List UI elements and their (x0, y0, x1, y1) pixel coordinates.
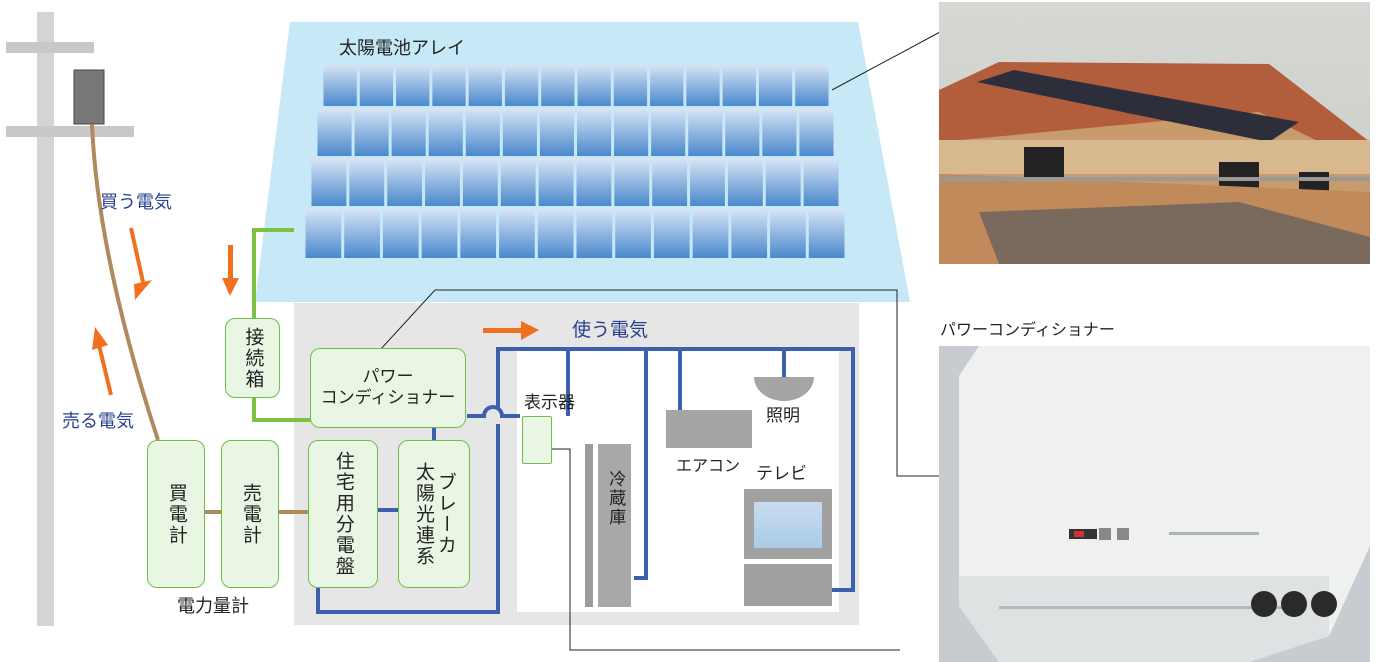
power-conditioner-label-2: コンディショナー (320, 388, 456, 408)
fridge-label: 冷蔵庫 (605, 470, 626, 527)
solar-cell (765, 158, 801, 206)
solar-cell (432, 64, 466, 106)
solar-cell (421, 208, 458, 258)
utility-pole (6, 12, 134, 626)
solar-cell (727, 158, 763, 206)
solar-cell (500, 158, 536, 206)
fridge-door (585, 444, 593, 607)
solar-cell (577, 108, 612, 156)
junction-box: 接続箱 (225, 318, 280, 398)
arrows (92, 227, 539, 396)
solar-cell (808, 208, 845, 258)
solar-cell (722, 64, 756, 106)
display-label: 表示器 (524, 393, 575, 413)
solar-cell (305, 208, 342, 258)
solar-cell (462, 158, 498, 206)
display-unit-box (522, 416, 552, 464)
solar-cell (425, 158, 460, 206)
solar-cell (382, 208, 419, 258)
use-electricity-label: 使う電気 (572, 319, 649, 341)
solar-cell (541, 64, 575, 106)
solar-cell (537, 208, 574, 258)
solar-cell (653, 208, 690, 258)
distribution-board-label: 住宅用分電盤 (332, 451, 355, 577)
solar-cell (387, 158, 423, 206)
solar-cell (614, 158, 650, 206)
buy-meter-label: 買電計 (165, 482, 188, 546)
leader-lines (379, 31, 941, 651)
solar-cell (349, 158, 385, 206)
house-solar-photo (939, 2, 1370, 264)
fridge-label-wrap: 冷蔵庫 (598, 470, 631, 527)
ceiling-lamp (754, 377, 814, 401)
solar-cell (317, 108, 352, 156)
solar-cell (686, 64, 720, 106)
solar-cell (615, 208, 651, 258)
solar-cell (576, 158, 612, 206)
distribution-board-box: 住宅用分電盤 (308, 440, 378, 588)
solar-cell (539, 108, 574, 156)
solar-cell (795, 64, 829, 106)
aircon-label: エアコン (676, 456, 741, 475)
power-conditioner-photo-caption: パワーコンディショナー (940, 320, 1115, 339)
solar-cell (323, 64, 357, 106)
solar-cell (391, 108, 426, 156)
solar-cell (614, 108, 649, 156)
solar-cell (650, 64, 684, 106)
solar-cell (690, 158, 725, 206)
solar-cell (577, 64, 611, 106)
power-conditioner-photo (939, 346, 1370, 662)
fridge-body (598, 444, 631, 607)
solar-array-label: 太陽電池アレイ (339, 38, 465, 59)
sell-meter-box: 売電計 (221, 440, 279, 588)
solar-cell (460, 208, 497, 258)
solar-cell (799, 108, 834, 156)
solar-cell (613, 64, 648, 106)
tv-label: テレビ (756, 464, 807, 484)
buy-electricity-label: 買う電気 (100, 192, 172, 213)
solar-cell (396, 64, 430, 106)
buy-meter-box: 買電計 (147, 440, 205, 588)
tv-screen (754, 502, 822, 548)
lighting-label: 照明 (766, 406, 800, 426)
solar-cell (468, 64, 502, 106)
tv-stand (744, 564, 832, 606)
solar-cell (359, 64, 394, 106)
meters-group-label: 電力量計 (177, 596, 249, 617)
solar-cell (688, 108, 723, 156)
solar-cell (311, 158, 347, 206)
solar-cell (538, 158, 574, 206)
solar-cell (502, 108, 537, 156)
sell-meter-label: 売電計 (239, 482, 262, 546)
solar-cell (465, 108, 500, 156)
solar-cell (803, 158, 839, 206)
power-conditioner-label-1: パワー (362, 366, 414, 387)
solar-cell (354, 108, 389, 156)
solar-cell (652, 158, 688, 206)
solar-cell (758, 64, 793, 106)
grid-wire (90, 123, 160, 441)
power-conditioner-box: パワー コンディショナー (310, 348, 466, 428)
solar-cell (692, 208, 729, 258)
solar-cell (725, 108, 760, 156)
aircon-unit (666, 410, 752, 448)
pv-breaker-label-2: ブレーカ (434, 472, 457, 556)
solar-cell (731, 208, 768, 258)
solar-cell (344, 208, 380, 258)
junction-box-label: 接続箱 (242, 326, 265, 390)
solar-cell (762, 108, 797, 156)
solar-panel-array (305, 64, 845, 258)
solar-cell (651, 108, 686, 156)
pv-breaker-label-1: 太陽光連系 (413, 461, 435, 567)
solar-cell (499, 208, 535, 258)
pv-breaker-box: 太陽光連系 ブレーカ (398, 440, 470, 588)
solar-cell (428, 108, 463, 156)
solar-cell (504, 64, 539, 106)
solar-cell (576, 208, 613, 258)
sell-electricity-label: 売る電気 (62, 411, 134, 432)
solar-cell (770, 208, 806, 258)
